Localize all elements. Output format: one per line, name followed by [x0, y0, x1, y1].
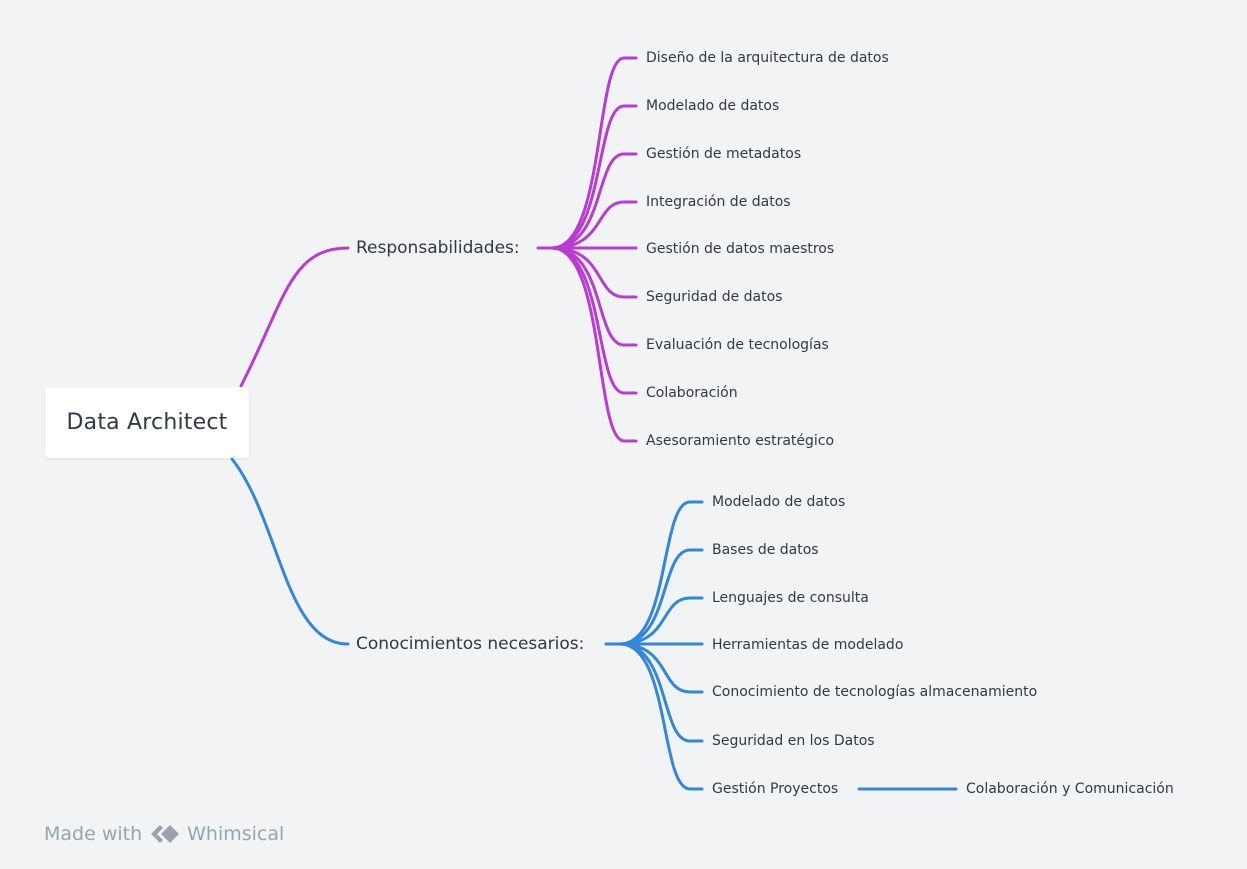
connector-root-conocimientos	[230, 457, 350, 646]
leaf-grandchild[interactable]: Colaboración y Comunicación	[966, 781, 1174, 797]
leaf-con-5[interactable]: Conocimiento de tecnologías almacenamien…	[712, 684, 1038, 700]
leaf-resp-2[interactable]: Modelado de datos	[646, 98, 780, 114]
connector-resp-3	[550, 152, 638, 250]
leaf-resp-5[interactable]: Gestión de datos maestros	[646, 241, 835, 257]
connector-resp-8	[550, 246, 638, 395]
leaf-resp-7[interactable]: Evaluación de tecnologías	[646, 337, 829, 353]
root-node[interactable]: Data Architect	[45, 387, 249, 458]
connector-resp-4	[550, 200, 638, 250]
connector-con-7	[618, 642, 704, 791]
connector-resp-9	[550, 246, 638, 443]
leaf-con-6[interactable]: Seguridad en los Datos	[712, 733, 875, 749]
leaf-con-4[interactable]: Herramientas de modelado	[712, 637, 904, 653]
leaf-resp-3[interactable]: Gestión de metadatos	[646, 146, 802, 162]
root-label: Data Architect	[66, 410, 228, 435]
branch-responsabilidades[interactable]: Responsabilidades:	[356, 238, 520, 258]
leaf-con-1[interactable]: Modelado de datos	[712, 494, 846, 510]
leaf-resp-4[interactable]: Integración de datos	[646, 194, 791, 210]
connector-con-2	[618, 548, 704, 646]
connector-root-responsabilidades	[239, 246, 350, 388]
connector-con-1	[618, 500, 704, 646]
connector-resp-6	[550, 246, 638, 299]
connector-con-5	[618, 642, 704, 694]
connector-resp-2	[550, 104, 638, 250]
branch-conocimientos[interactable]: Conocimientos necesarios:	[356, 634, 585, 654]
connector-con-6	[618, 642, 704, 743]
connector-resp-1	[550, 56, 638, 250]
leaf-con-2[interactable]: Bases de datos	[712, 542, 819, 558]
leaf-resp-1[interactable]: Diseño de la arquitectura de datos	[646, 50, 889, 66]
connector-con-3	[618, 596, 704, 646]
leaf-con-3[interactable]: Lenguajes de consulta	[712, 590, 869, 606]
made-with-text: Made with	[44, 823, 143, 845]
leaf-con-7[interactable]: Gestión Proyectos	[712, 781, 839, 797]
leaf-resp-9[interactable]: Asesoramiento estratégico	[646, 433, 835, 449]
connector-resp-7	[550, 246, 638, 347]
made-with-whimsical-badge[interactable]: Made with Whimsical	[44, 823, 284, 845]
leaf-resp-6[interactable]: Seguridad de datos	[646, 289, 783, 305]
whimsical-brand-text: Whimsical	[187, 823, 285, 845]
whimsical-logo-icon	[151, 825, 180, 843]
leaf-resp-8[interactable]: Colaboración	[646, 385, 738, 401]
